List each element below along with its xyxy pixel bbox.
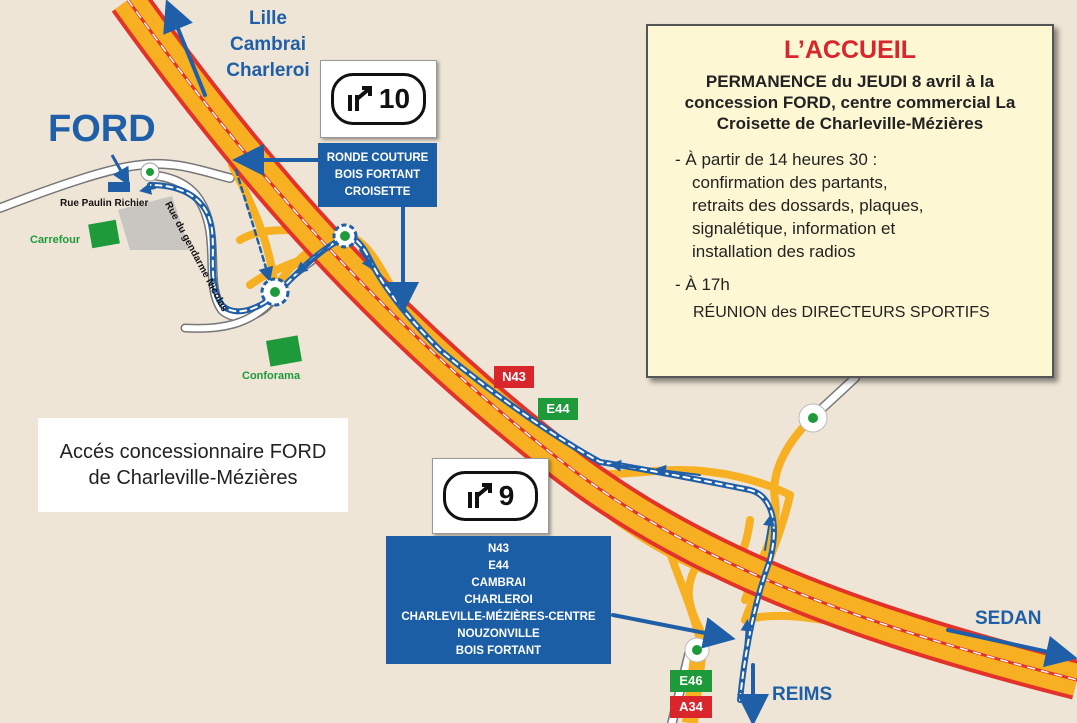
exit-10-panel: RONDE COUTURE BOIS FORTANT CROISETTE xyxy=(318,143,437,207)
roundabouts xyxy=(140,162,828,663)
dest-charleroi: Charleroi xyxy=(226,60,310,81)
dest-reims: REIMS xyxy=(772,684,833,705)
exit-icon xyxy=(347,86,372,111)
direction-arrows xyxy=(163,0,1077,723)
map-caption: Accés concessionnaire FORD de Charlevill… xyxy=(38,418,348,512)
street-paulin-richier: Rue Paulin Richier xyxy=(60,198,149,209)
exit-9-dest: E44 xyxy=(488,559,509,572)
info-meeting-note: RÉUNION des DIRECTEURS SPORTIFS xyxy=(693,304,990,321)
dest-lille: Lille xyxy=(248,8,287,29)
dest-north: Lille Cambrai Charleroi xyxy=(218,6,318,84)
conforama-building xyxy=(265,335,303,367)
carrefour-building xyxy=(88,219,120,249)
info-item-head: - À 17h xyxy=(675,275,730,294)
exit-9-dest: CHARLEVILLE-MÉZIÈRES-CENTRE xyxy=(401,610,596,623)
exit-10-sign: 10 xyxy=(320,60,437,138)
caption-line: de Charleville-Mézières xyxy=(88,467,298,489)
tag-a34: A34 xyxy=(670,696,712,718)
info-item-line: retraits des dossards, plaques, xyxy=(692,196,924,215)
exit-9-panel: N43 E44 CAMBRAI CHARLEROI CHARLEVILLE-MÉ… xyxy=(386,536,611,664)
info-item-line: installation des radios xyxy=(692,242,856,261)
exit-9-number: 9 xyxy=(498,480,515,511)
tag-e44: E44 xyxy=(538,398,578,420)
info-item-line: signalétique, information et xyxy=(692,219,896,238)
info-item-head: - À partir de 14 heures 30 : xyxy=(675,150,878,169)
ford-marker xyxy=(108,154,130,192)
tag-e46: E46 xyxy=(670,670,712,692)
parking-area xyxy=(118,196,190,250)
ford-label: FORD xyxy=(48,108,156,150)
info-title: L’ACCUEIL xyxy=(784,36,916,64)
exit-9-sign: 9 xyxy=(432,458,549,534)
info-box: L’ACCUEIL PERMANENCE du JEUDI 8 avril à … xyxy=(646,24,1054,378)
dest-cambrai: Cambrai xyxy=(229,34,307,55)
exit-9-dest: CHARLEROI xyxy=(464,593,533,606)
dest-sedan: SEDAN xyxy=(975,608,1042,629)
exit-10-dest: RONDE COUTURE xyxy=(326,151,429,164)
info-lead: PERMANENCE du JEUDI 8 avril à la concess… xyxy=(684,72,1016,133)
info-item-schedule: - À partir de 14 heures 30 : confirmatio… xyxy=(675,148,1052,263)
info-item-meeting: - À 17h xyxy=(675,273,1052,296)
conforama-label: Conforama xyxy=(242,370,301,382)
caption-line: Accés concessionnaire FORD xyxy=(59,441,327,463)
exit-10-dest: CROISETTE xyxy=(344,185,411,198)
info-item-line: confirmation des partants, xyxy=(692,173,888,192)
exit-9-dest: NOUZONVILLE xyxy=(457,627,540,640)
tag-n43: N43 xyxy=(494,366,534,388)
carrefour-label: Carrefour xyxy=(30,234,81,246)
exit-icon xyxy=(467,483,492,508)
exit-10-dest: BOIS FORTANT xyxy=(334,168,421,181)
exit-9-dest: BOIS FORTANT xyxy=(455,644,542,657)
exit-9-dest: CAMBRAI xyxy=(471,576,526,589)
exit-9-dest: N43 xyxy=(487,542,510,555)
exit-10-number: 10 xyxy=(378,83,411,114)
